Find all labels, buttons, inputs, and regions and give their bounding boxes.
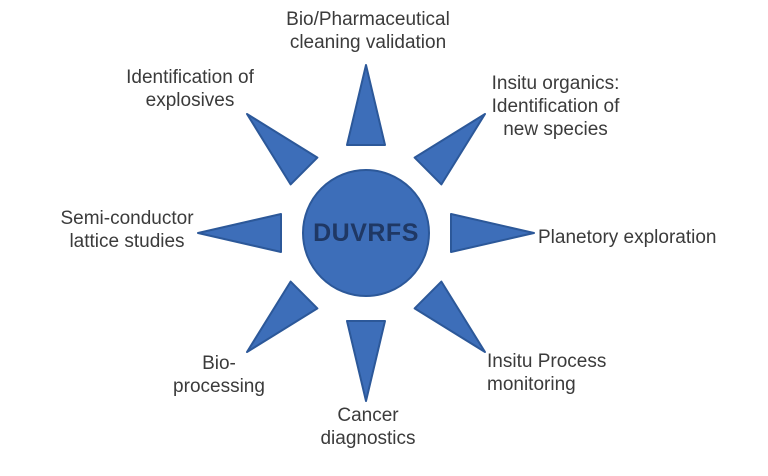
spoke-arrow-top-left	[246, 113, 319, 186]
spoke-label-top-right: Insitu organics: Identification of new s…	[491, 73, 620, 140]
spoke-arrow-bottom-left	[246, 280, 319, 353]
spoke-label-right: Planetory exploration	[538, 227, 717, 248]
spoke-arrow-top-right	[413, 113, 486, 186]
spoke-label-bottom: Cancer diagnostics	[320, 405, 416, 449]
center-circle	[302, 169, 430, 297]
spoke-arrow-right	[450, 213, 535, 253]
spoke-label-bottom-right: Insitu Process monitoring	[487, 351, 607, 395]
spoke-label-bottom-left: Bio- processing	[173, 353, 265, 397]
spoke-label-top-left: Identification of explosives	[126, 67, 254, 111]
spoke-arrow-left	[197, 213, 282, 253]
spoke-label-left: Semi-conductor lattice studies	[60, 208, 194, 252]
center-circle-label: DUVRFS	[313, 218, 419, 247]
spoke-label-top: Bio/Pharmaceutical cleaning validation	[286, 9, 450, 53]
spoke-arrow-bottom	[346, 320, 386, 402]
spoke-arrow-top	[346, 64, 386, 146]
spoke-arrow-bottom-right	[413, 280, 486, 353]
